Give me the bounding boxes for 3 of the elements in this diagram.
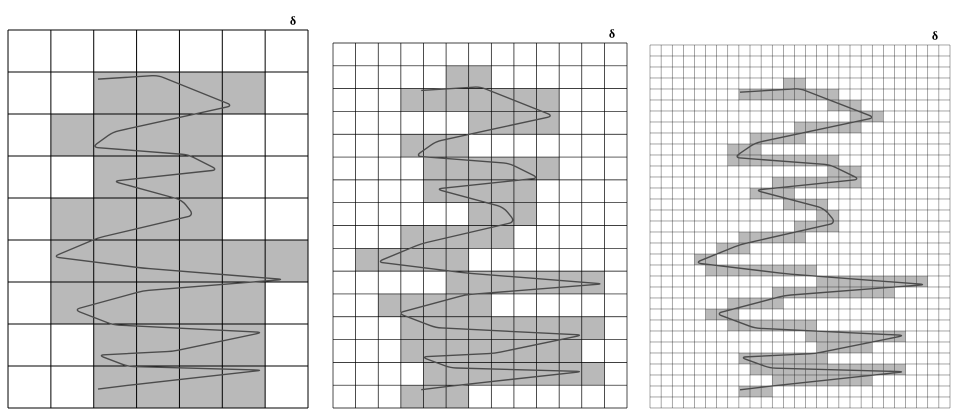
delta-label: δ [932, 31, 938, 40]
delta-label: δ [609, 29, 615, 38]
delta-label: δ [290, 16, 296, 25]
